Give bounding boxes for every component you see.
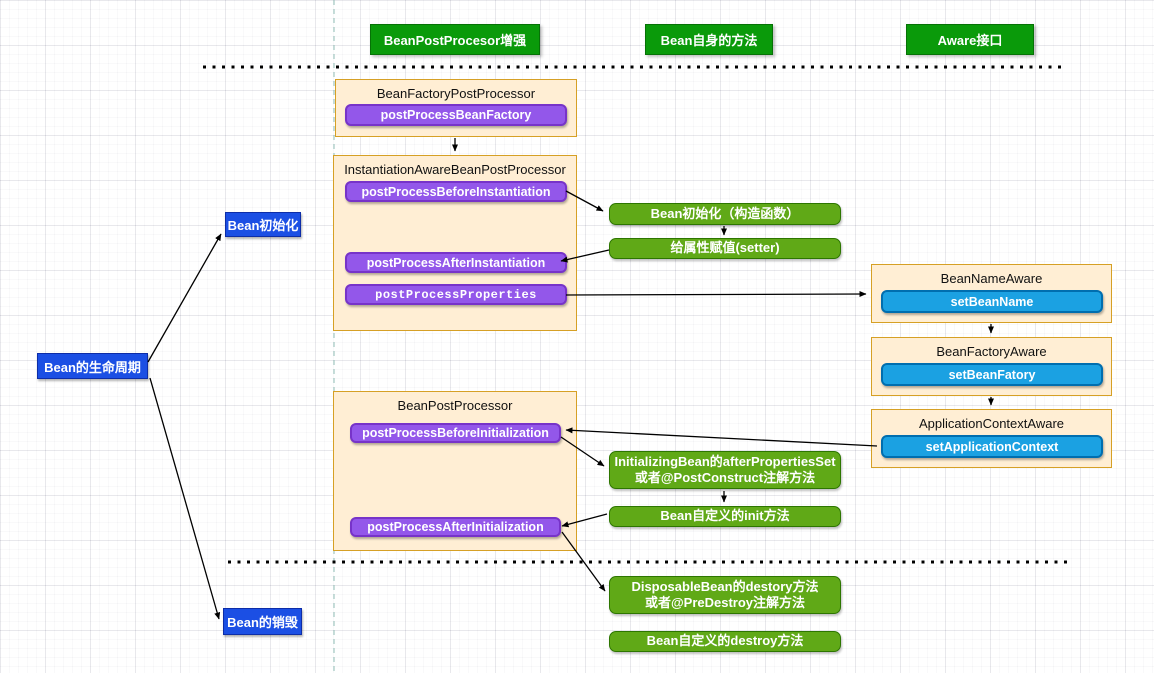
method-afterpropertiesset-line-0: InitializingBean的afterPropertiesSet (614, 453, 836, 469)
btn-postprocessafterinstantiation[interactable]: postProcessAfterInstantiation (345, 252, 567, 273)
btn-setbeanname[interactable]: setBeanName (881, 290, 1103, 313)
panel-applicationcontextaware-title: ApplicationContextAware (918, 416, 1064, 431)
method-destory[interactable]: DisposableBean的destory方法或者@PreDestroy注解方… (609, 576, 841, 614)
arrow-connector-5 (565, 291, 867, 298)
header-aware-interface[interactable]: Aware接口 (906, 24, 1034, 55)
panel-instantiationawarebeanpostprocessor-title: InstantiationAwareBeanPostProcessor (344, 162, 566, 177)
method-setter[interactable]: 给属性赋值(setter) (609, 238, 841, 259)
method-bean-constructor[interactable]: Bean初始化（构造函数） (609, 203, 841, 225)
btn-setapplicationcontext[interactable]: setApplicationContext (881, 435, 1103, 458)
btn-postprocessbeforeinstantiation[interactable]: postProcessBeforeInstantiation (345, 181, 567, 202)
panel-beanfactoryaware-title: BeanFactoryAware (936, 344, 1047, 359)
method-destory-line-1: 或者@PreDestroy注解方法 (644, 595, 806, 610)
tag-bean-lifecycle[interactable]: Bean的生命周期 (37, 353, 148, 379)
panel-beanfactorypostprocessor-title: BeanFactoryPostProcessor (376, 86, 536, 101)
header-bean-own-methods[interactable]: Bean自身的方法 (645, 24, 773, 55)
panel-beanpostprocessor-title: BeanPostProcessor (397, 398, 513, 413)
method-bean-constructor-line-0: Bean初始化（构造函数） (650, 205, 800, 221)
arrow-connector-13 (147, 233, 222, 363)
method-custom-destroy-line-0: Bean自定义的destroy方法 (646, 633, 804, 649)
method-custom-init-line-0: Bean自定义的init方法 (660, 508, 790, 524)
header-beanpostprocessor-enhance[interactable]: BeanPostProcesor增强 (370, 24, 540, 55)
method-destory-line-0: DisposableBean的destory方法 (631, 578, 819, 594)
tag-bean-init[interactable]: Bean初始化 (225, 212, 301, 237)
btn-postprocessproperties[interactable]: postProcessProperties (345, 284, 567, 305)
tag-bean-destroy[interactable]: Bean的销毁 (223, 608, 302, 635)
method-custom-init[interactable]: Bean自定义的init方法 (609, 506, 841, 527)
method-afterpropertiesset-line-1: 或者@PostConstruct注解方法 (634, 470, 816, 485)
arrow-connector-14 (149, 377, 221, 620)
panel-beannameaware-title: BeanNameAware (940, 271, 1043, 286)
arrow-connector-8 (565, 427, 878, 447)
btn-postprocessbeanfactory[interactable]: postProcessBeanFactory (345, 104, 567, 126)
method-custom-destroy[interactable]: Bean自定义的destroy方法 (609, 631, 841, 652)
btn-postprocessbeforeinitialization[interactable]: postProcessBeforeInitialization (350, 423, 561, 443)
btn-postprocessafterinitialization[interactable]: postProcessAfterInitialization (350, 517, 561, 537)
method-setter-line-0: 给属性赋值(setter) (670, 240, 780, 256)
btn-setbeanfatory[interactable]: setBeanFatory (881, 363, 1103, 386)
